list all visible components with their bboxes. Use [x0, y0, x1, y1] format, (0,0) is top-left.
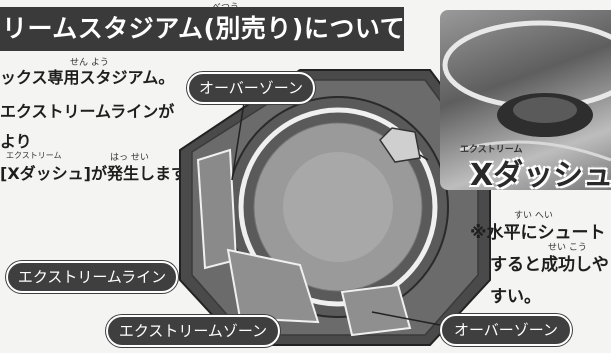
xdash-ruby: エクストリーム: [460, 145, 523, 155]
over-zone-pocket-right: [340, 283, 412, 337]
desc-line4-ruby-right: はっ せい: [110, 153, 149, 163]
xdash-caption: Xダッシュ: [470, 158, 611, 193]
xdash-photo: [440, 10, 611, 190]
desc-line4: [Xダッシュ]が発生します。: [0, 164, 202, 183]
note-line1-ruby: すい へい: [514, 211, 553, 221]
photo-art: [442, 20, 611, 162]
desc-line1-ruby: せん よう: [70, 58, 109, 68]
extreme-zone-pocket: [226, 248, 320, 324]
leader-photo: [419, 154, 429, 161]
desc-line1: ックス専用スタジアム。: [0, 68, 175, 87]
note-line3: すい。: [490, 287, 541, 307]
stadium-bowl-center: [283, 152, 393, 262]
label-over-zone-top: オーバーゾーン: [187, 72, 315, 104]
desc-line4-ruby-left: エクストリーム: [6, 151, 62, 160]
label-extreme-zone: エクストリームゾーン: [106, 315, 280, 347]
leader-overzone-top: [231, 89, 247, 181]
desc-line2: エクストリームラインが: [0, 102, 175, 121]
note-line2: すると成功しや: [490, 255, 609, 275]
leader-overzone-bottom: [371, 311, 441, 326]
page-title: リームスタジアム(別売り)について: [0, 7, 404, 51]
label-over-zone-bottom: オーバーゾーン: [440, 314, 572, 346]
label-extreme-line: エクストリームライン: [6, 261, 178, 293]
rail-notch: [379, 127, 421, 163]
note-line2-ruby: せい こう: [548, 243, 587, 253]
desc-line3: より: [0, 132, 32, 151]
extreme-line-ring: [238, 107, 438, 307]
note-line1: ※水平にシュート: [470, 223, 606, 243]
